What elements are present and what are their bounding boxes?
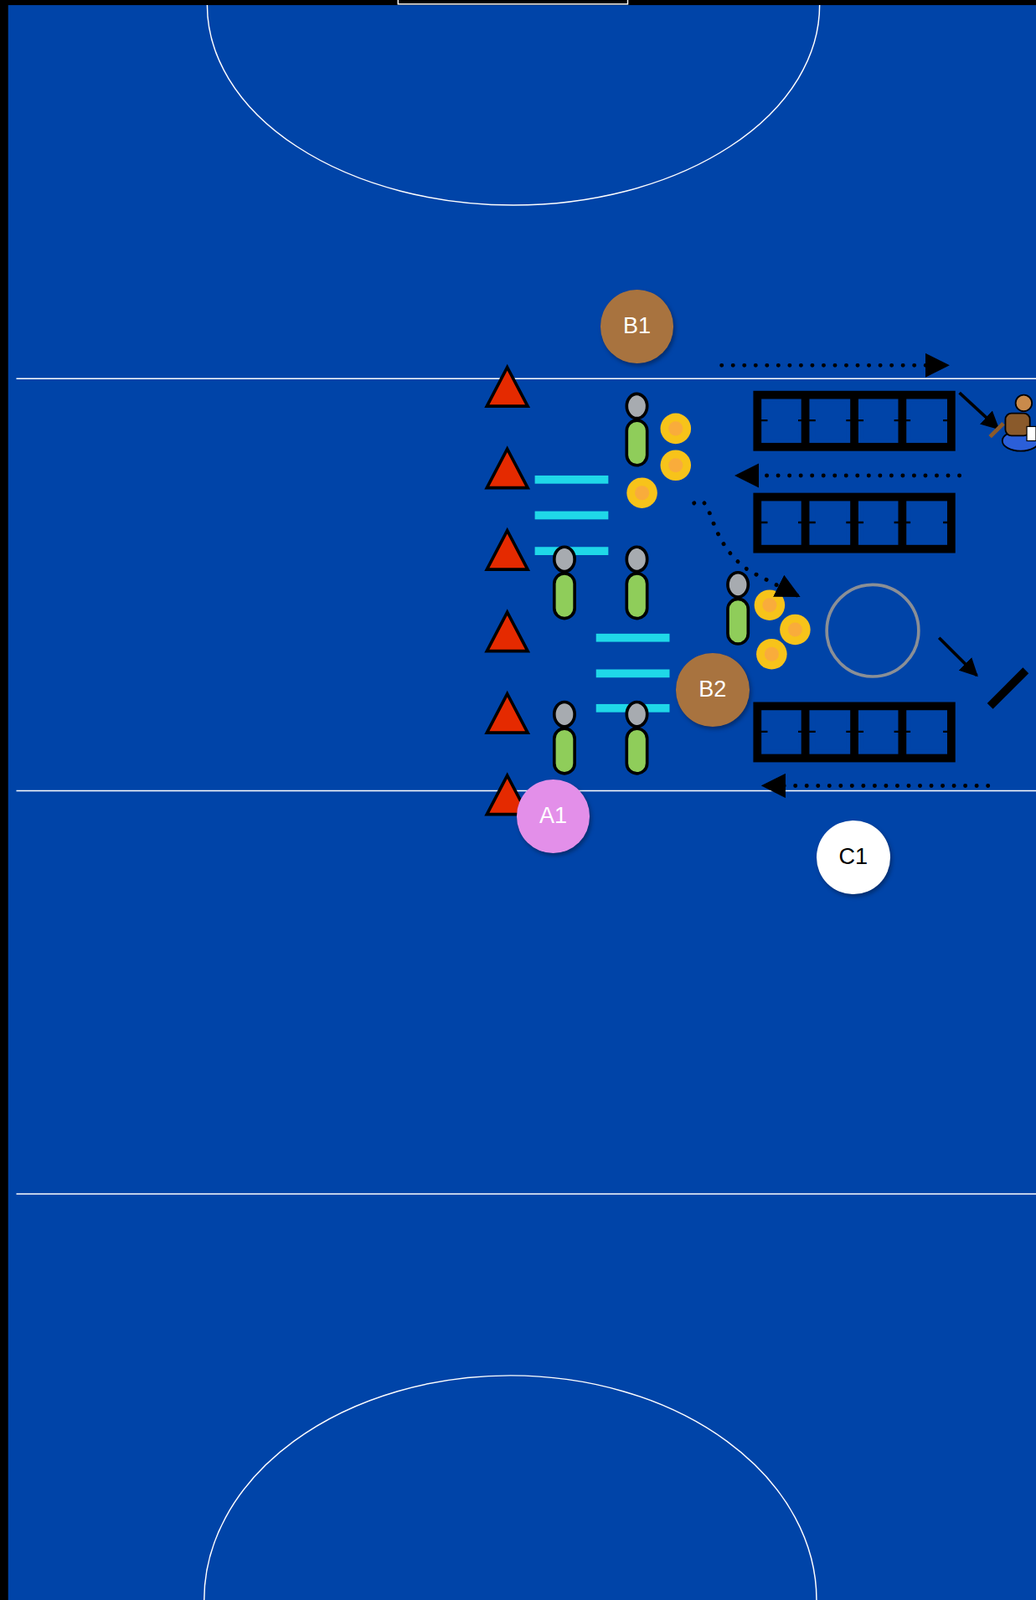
penalty-arc — [204, 1376, 817, 1600]
agility-ladder — [757, 497, 952, 550]
field-line — [15, 1193, 1036, 1195]
rebound-board — [989, 670, 1026, 707]
marker-peg — [626, 393, 647, 465]
hoop — [826, 584, 919, 677]
field-line — [15, 377, 1036, 379]
player-marker: A1 — [516, 779, 591, 854]
agility-ladder — [757, 395, 952, 448]
player-marker: B2 — [675, 653, 750, 727]
player-label: C1 — [839, 845, 869, 869]
marker-peg — [554, 546, 575, 619]
marker-peg — [626, 546, 647, 619]
hurdle-bar — [596, 633, 671, 643]
marker-peg — [727, 572, 748, 645]
hurdle-bar — [535, 511, 609, 521]
hurdle-bar — [535, 475, 609, 485]
cone — [486, 694, 528, 733]
marker-peg — [554, 702, 575, 774]
dribble-path — [737, 474, 960, 479]
ball — [756, 639, 788, 671]
pitch — [8, 5, 1036, 1600]
ball — [660, 449, 692, 481]
ball — [626, 477, 658, 509]
pass-arrow — [938, 638, 977, 676]
ball — [660, 413, 692, 445]
ball — [754, 589, 786, 621]
cone — [486, 448, 528, 488]
dribble-path — [721, 363, 948, 368]
agility-ladder — [757, 706, 952, 758]
goal-box — [397, 0, 628, 5]
player-figure — [989, 395, 1036, 452]
marker-peg — [626, 702, 647, 774]
player-marker: B1 — [600, 289, 675, 364]
hurdle-bar — [596, 670, 671, 679]
player-label: B1 — [623, 314, 651, 338]
player-marker: C1 — [816, 820, 891, 895]
cone — [486, 367, 528, 407]
cone — [486, 530, 528, 570]
dribble-path — [763, 783, 989, 789]
ball — [779, 614, 811, 646]
cone — [486, 612, 528, 651]
pass-arrow — [959, 392, 999, 429]
dribble-path — [694, 500, 799, 596]
player-label: B2 — [698, 678, 727, 701]
player-label: A1 — [539, 804, 567, 828]
penalty-arc — [206, 5, 820, 206]
